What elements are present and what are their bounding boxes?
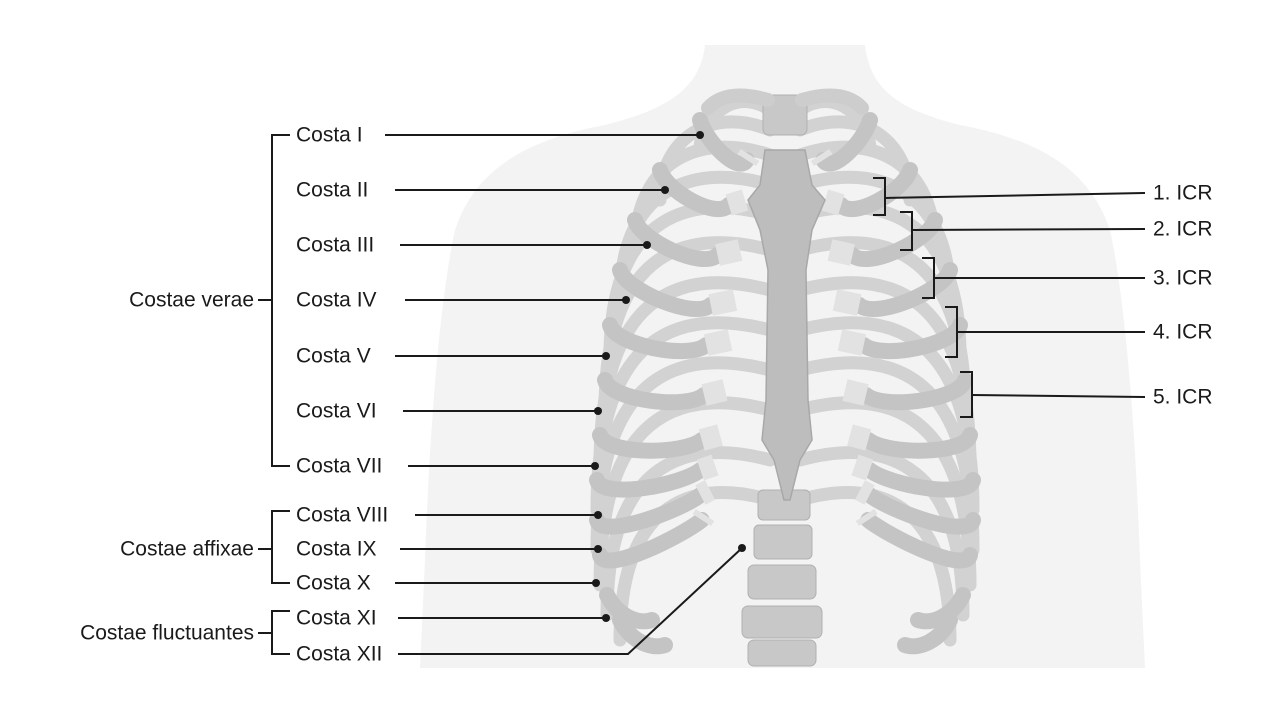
pointer-icr-2 (911, 228, 1146, 231)
pointer-icr-5 (971, 394, 1146, 398)
dot-costa-5 (602, 352, 610, 360)
anterior-rib-9-left (589, 487, 709, 535)
cartilage-7-left (698, 424, 723, 451)
anterior-rib-1-left (692, 112, 755, 172)
label-costa-8: Costa VIII (296, 503, 389, 527)
anterior-ribs (589, 112, 981, 655)
anterior-rib-4-right (851, 262, 958, 318)
label-costa-3: Costa III (296, 233, 375, 257)
anterior-rib-4-left (612, 262, 719, 318)
cartilage-10-right (855, 509, 878, 526)
label-costae-verae: Costae verae (129, 288, 254, 312)
clavicle-left (701, 88, 775, 115)
label-costa-12: Costa XII (296, 642, 383, 666)
anterior-rib-6-right (858, 372, 973, 411)
cartilage-4-left (708, 289, 738, 316)
label-icr-4: 4. ICR (1153, 320, 1213, 344)
cartilage-7-right (847, 424, 872, 451)
label-pointer-lines (385, 134, 1146, 655)
cartilage-1-right (810, 149, 833, 166)
cartilage-10-left (692, 509, 715, 526)
label-costa-2: Costa II (296, 178, 369, 202)
dot-costa-7 (591, 462, 599, 470)
anterior-rib-8-right (861, 462, 981, 498)
label-costa-11: Costa XI (296, 606, 377, 630)
anterior-rib-2-left (652, 162, 737, 217)
spine (741, 94, 823, 667)
bracket-icr-4 (945, 306, 958, 358)
anterior-rib-10-right (860, 512, 978, 569)
pointer-dots (591, 131, 746, 622)
bracket-icr-5 (960, 371, 973, 418)
dot-costa-11 (602, 614, 610, 622)
dot-costa-10 (592, 579, 600, 587)
anterior-rib-7-left (592, 427, 710, 459)
label-costa-10: Costa X (296, 571, 371, 595)
dot-costa-12 (738, 544, 746, 552)
label-costa-5: Costa V (296, 344, 371, 368)
anterior-rib-7-right (860, 427, 978, 459)
label-costa-7: Costa VII (296, 454, 383, 478)
cartilage-9-left (695, 480, 716, 505)
cartilage-2-left (725, 189, 749, 216)
floating-rib-11-right (910, 587, 971, 630)
label-icr-3: 3. ICR (1153, 266, 1213, 290)
bracket-icr-1 (873, 177, 886, 216)
anterior-rib-5-left (602, 317, 715, 360)
label-costa-1: Costa I (296, 123, 363, 147)
cartilage-1-left (737, 149, 760, 166)
dot-costa-6 (594, 407, 602, 415)
anterior-rib-2-right (833, 162, 918, 217)
bracket-costae-fluctuantes (258, 610, 290, 655)
dot-costa-3 (643, 241, 651, 249)
anterior-rib-10-left (592, 512, 710, 569)
label-icr-1: 1. ICR (1153, 181, 1213, 205)
anterior-rib-9-right (861, 487, 981, 535)
label-costa-6: Costa VI (296, 399, 377, 423)
bracket-icr-2 (900, 211, 913, 251)
label-icr-5: 5. ICR (1153, 385, 1213, 409)
label-costa-4: Costa IV (296, 288, 377, 312)
cartilage-5-left (703, 329, 733, 356)
cartilage-6-right (842, 379, 869, 406)
bracket-costae-affixae (258, 510, 290, 584)
cartilage-6-left (701, 379, 728, 406)
cartilage-4-right (832, 289, 862, 316)
dot-costa-2 (661, 186, 669, 194)
cartilage-9-right (854, 480, 875, 505)
bracket-costae-verae (258, 134, 290, 467)
dot-costa-9 (594, 545, 602, 553)
anterior-rib-3-right (844, 212, 943, 268)
cartilage-3-left (715, 239, 743, 266)
dot-costa-4 (622, 296, 630, 304)
anterior-rib-6-left (597, 372, 712, 411)
group-brackets (258, 134, 973, 655)
label-icr-2: 2. ICR (1153, 217, 1213, 241)
cartilage-8-right (851, 454, 874, 481)
anterior-rib-3-left (627, 212, 726, 268)
label-costae-affixae: Costae affixae (120, 537, 254, 561)
label-costa-9: Costa IX (296, 537, 377, 561)
floating-rib-12-right (897, 612, 958, 655)
dot-costa-1 (696, 131, 704, 139)
costal-cartilage (692, 149, 878, 526)
bracket-icr-3 (922, 257, 935, 299)
cartilage-5-right (837, 329, 867, 356)
cartilage-2-right (821, 189, 845, 216)
floating-rib-11-left (599, 587, 660, 630)
clavicle-right (795, 88, 869, 115)
dot-costa-8 (594, 511, 602, 519)
pointer-costa-12 (398, 547, 743, 655)
anterior-rib-1-right (815, 112, 878, 172)
label-costae-fluctuantes: Costae fluctuantes (80, 621, 254, 645)
cartilage-3-right (827, 239, 855, 266)
cartilage-8-left (696, 454, 719, 481)
pointer-icr-1 (884, 192, 1146, 199)
sternum (747, 149, 826, 501)
anterior-rib-8-left (589, 462, 709, 498)
